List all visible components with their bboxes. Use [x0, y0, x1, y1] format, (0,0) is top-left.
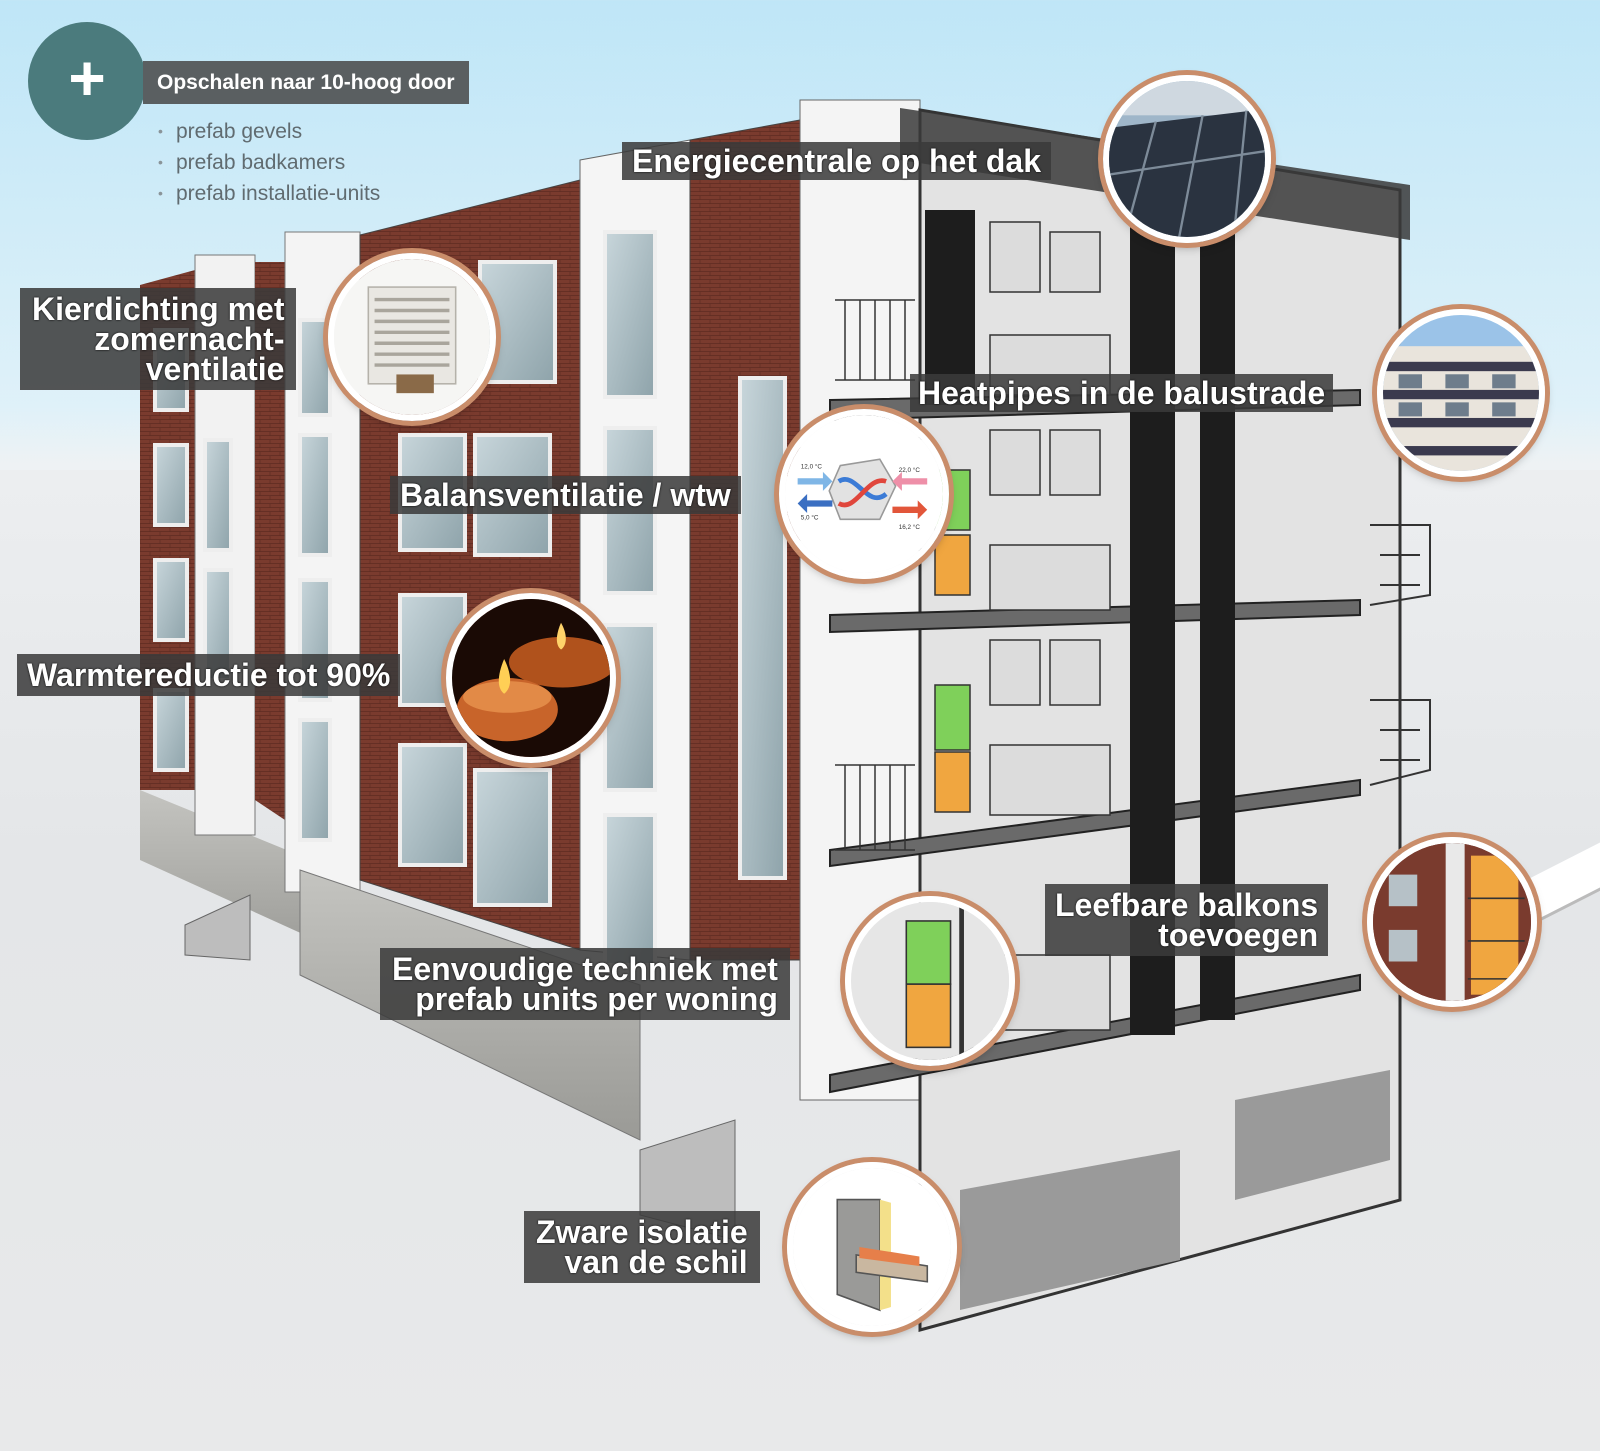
header-title: Opschalen naar 10-hoog door	[143, 61, 469, 104]
callout-heatpipes: Heatpipes in de balustrade	[910, 374, 1334, 412]
heat-recovery-image: 12,0 °C 22,0 °C 5,0 °C 16,2 °C	[779, 409, 949, 579]
bullet-item: •prefab installatie-units	[158, 182, 381, 205]
callout-balkons: Leefbare balkons toevoegen	[1045, 884, 1329, 956]
balcony-facade-image	[1367, 837, 1537, 1007]
callout-warmtereductie: Warmtereductie tot 90%	[17, 654, 401, 696]
callout-energiecentrale: Energiecentrale op het dak	[622, 142, 1052, 180]
temp-return-out: 22,0 °C	[899, 466, 921, 474]
bullet-item: •prefab gevels	[158, 120, 303, 143]
callout-isolatie: Zware isolatie van de schil	[524, 1211, 760, 1283]
candle-icon	[452, 599, 610, 757]
temp-exhaust: 5,0 °C	[801, 513, 819, 521]
candles-image	[446, 593, 616, 763]
heat-exchanger-icon: 12,0 °C 22,0 °C 5,0 °C 16,2 °C	[785, 415, 943, 573]
temp-supply-in: 12,0 °C	[801, 463, 823, 471]
callout-kierdichting: Kierdichting met zomernacht- ventilatie	[20, 288, 297, 390]
grille-icon	[334, 259, 490, 415]
callout-techniek: Eenvoudige techniek met prefab units per…	[380, 948, 790, 1020]
header-bullet-list: •prefab gevels •prefab badkamers •prefab…	[158, 116, 380, 209]
solar-panel-image	[1103, 75, 1271, 243]
ventilation-grille-image	[328, 253, 496, 421]
insulation-icon	[793, 1168, 951, 1326]
balcony-building-image	[1377, 309, 1545, 477]
prefab-units-image	[845, 896, 1015, 1066]
balcony-facade-icon	[1373, 843, 1531, 1001]
insulation-detail-image	[787, 1162, 957, 1332]
plus-icon: +	[28, 22, 146, 140]
callout-balansventilatie: Balansventilatie / wtw	[390, 476, 741, 514]
solar-panel-icon	[1109, 81, 1265, 237]
bullet-item: •prefab badkamers	[158, 151, 346, 174]
temp-supply-out: 16,2 °C	[899, 523, 921, 531]
balcony-building-icon	[1383, 315, 1539, 471]
prefab-unit-icon	[851, 902, 1009, 1060]
